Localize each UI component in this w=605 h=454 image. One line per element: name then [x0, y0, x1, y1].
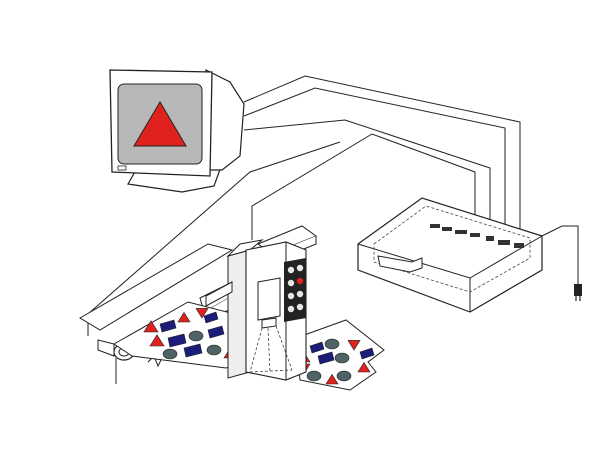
web-disc: [336, 370, 352, 382]
web-rectangle: [207, 325, 225, 339]
web-disc: [206, 344, 222, 356]
web-triangle: [143, 320, 159, 333]
web-triangle: [149, 334, 165, 347]
web-disc: [306, 370, 322, 382]
web-rectangle: [359, 347, 375, 360]
power-cable: [541, 225, 579, 284]
power-plug-icon: [574, 284, 582, 301]
controller-connectors: [430, 224, 524, 248]
warning-triangle-icon: [133, 101, 187, 147]
web-triangle: [357, 361, 371, 373]
monitor-cable-2: [243, 87, 506, 240]
crt-monitor-icon: [109, 69, 245, 193]
keypad-key: [296, 303, 304, 311]
web-disc: [188, 330, 204, 342]
belt-guide-line: [87, 141, 341, 336]
web-triangle: [347, 340, 361, 351]
controller-keypad: [284, 258, 306, 322]
keypad-key: [287, 292, 295, 300]
web-rectangle: [203, 311, 219, 324]
keypad-key: [287, 305, 295, 313]
keypad-key: [287, 279, 295, 287]
controller-box-icon: [357, 197, 543, 313]
camera-cable: [251, 133, 476, 240]
inspection-station: [205, 225, 318, 381]
keypad-key: [296, 277, 304, 285]
web-disc: [334, 352, 350, 364]
web-rectangle: [183, 343, 203, 358]
belt-roller: [97, 339, 135, 361]
web-rectangle: [317, 351, 335, 365]
monitor-cable-1: [243, 75, 521, 242]
web-disc: [162, 348, 178, 360]
web-rectangle: [159, 319, 177, 333]
web-rectangle: [167, 333, 187, 348]
web-triangle: [195, 308, 209, 319]
monitor-power-led: [117, 165, 127, 171]
camera-field-of-view: [249, 325, 293, 373]
keypad-key: [296, 264, 304, 272]
signal-cables: [87, 75, 579, 336]
monitor-cable-3: [243, 119, 491, 236]
keypad-key: [296, 290, 304, 298]
keypad-key: [287, 266, 295, 274]
web-triangle: [325, 373, 339, 385]
web-triangle: [177, 311, 191, 323]
vision-camera-icon: [257, 277, 281, 329]
web-rectangle: [309, 341, 325, 354]
web-disc: [324, 338, 340, 350]
